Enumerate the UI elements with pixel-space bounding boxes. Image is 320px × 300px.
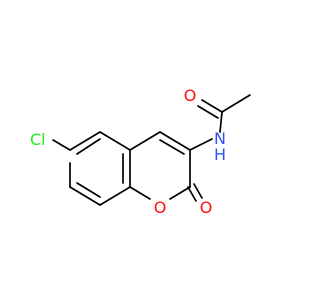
methyl-bond bbox=[221, 94, 251, 113]
chlorine-bond bbox=[52, 139, 71, 151]
amide-oxygen-label: O bbox=[184, 86, 197, 105]
chlorine-label: Cl bbox=[30, 130, 46, 149]
amide-nitrogen-label: N bbox=[214, 129, 226, 148]
structure-diagram: Cl O O N H O bbox=[30, 86, 251, 217]
c-n-bond bbox=[189, 138, 213, 151]
n-carbonyl-bond bbox=[219, 111, 223, 133]
amide-carbonyl-bond bbox=[197, 99, 223, 119]
lactone-oxygen-label: O bbox=[200, 198, 213, 217]
benzene-ring bbox=[69, 131, 131, 206]
lactone-carbonyl-bond bbox=[187, 183, 203, 202]
ring-oxygen-label: O bbox=[154, 198, 167, 217]
amide-hydrogen-label: H bbox=[214, 145, 226, 164]
pyranone-ring bbox=[129, 131, 191, 200]
